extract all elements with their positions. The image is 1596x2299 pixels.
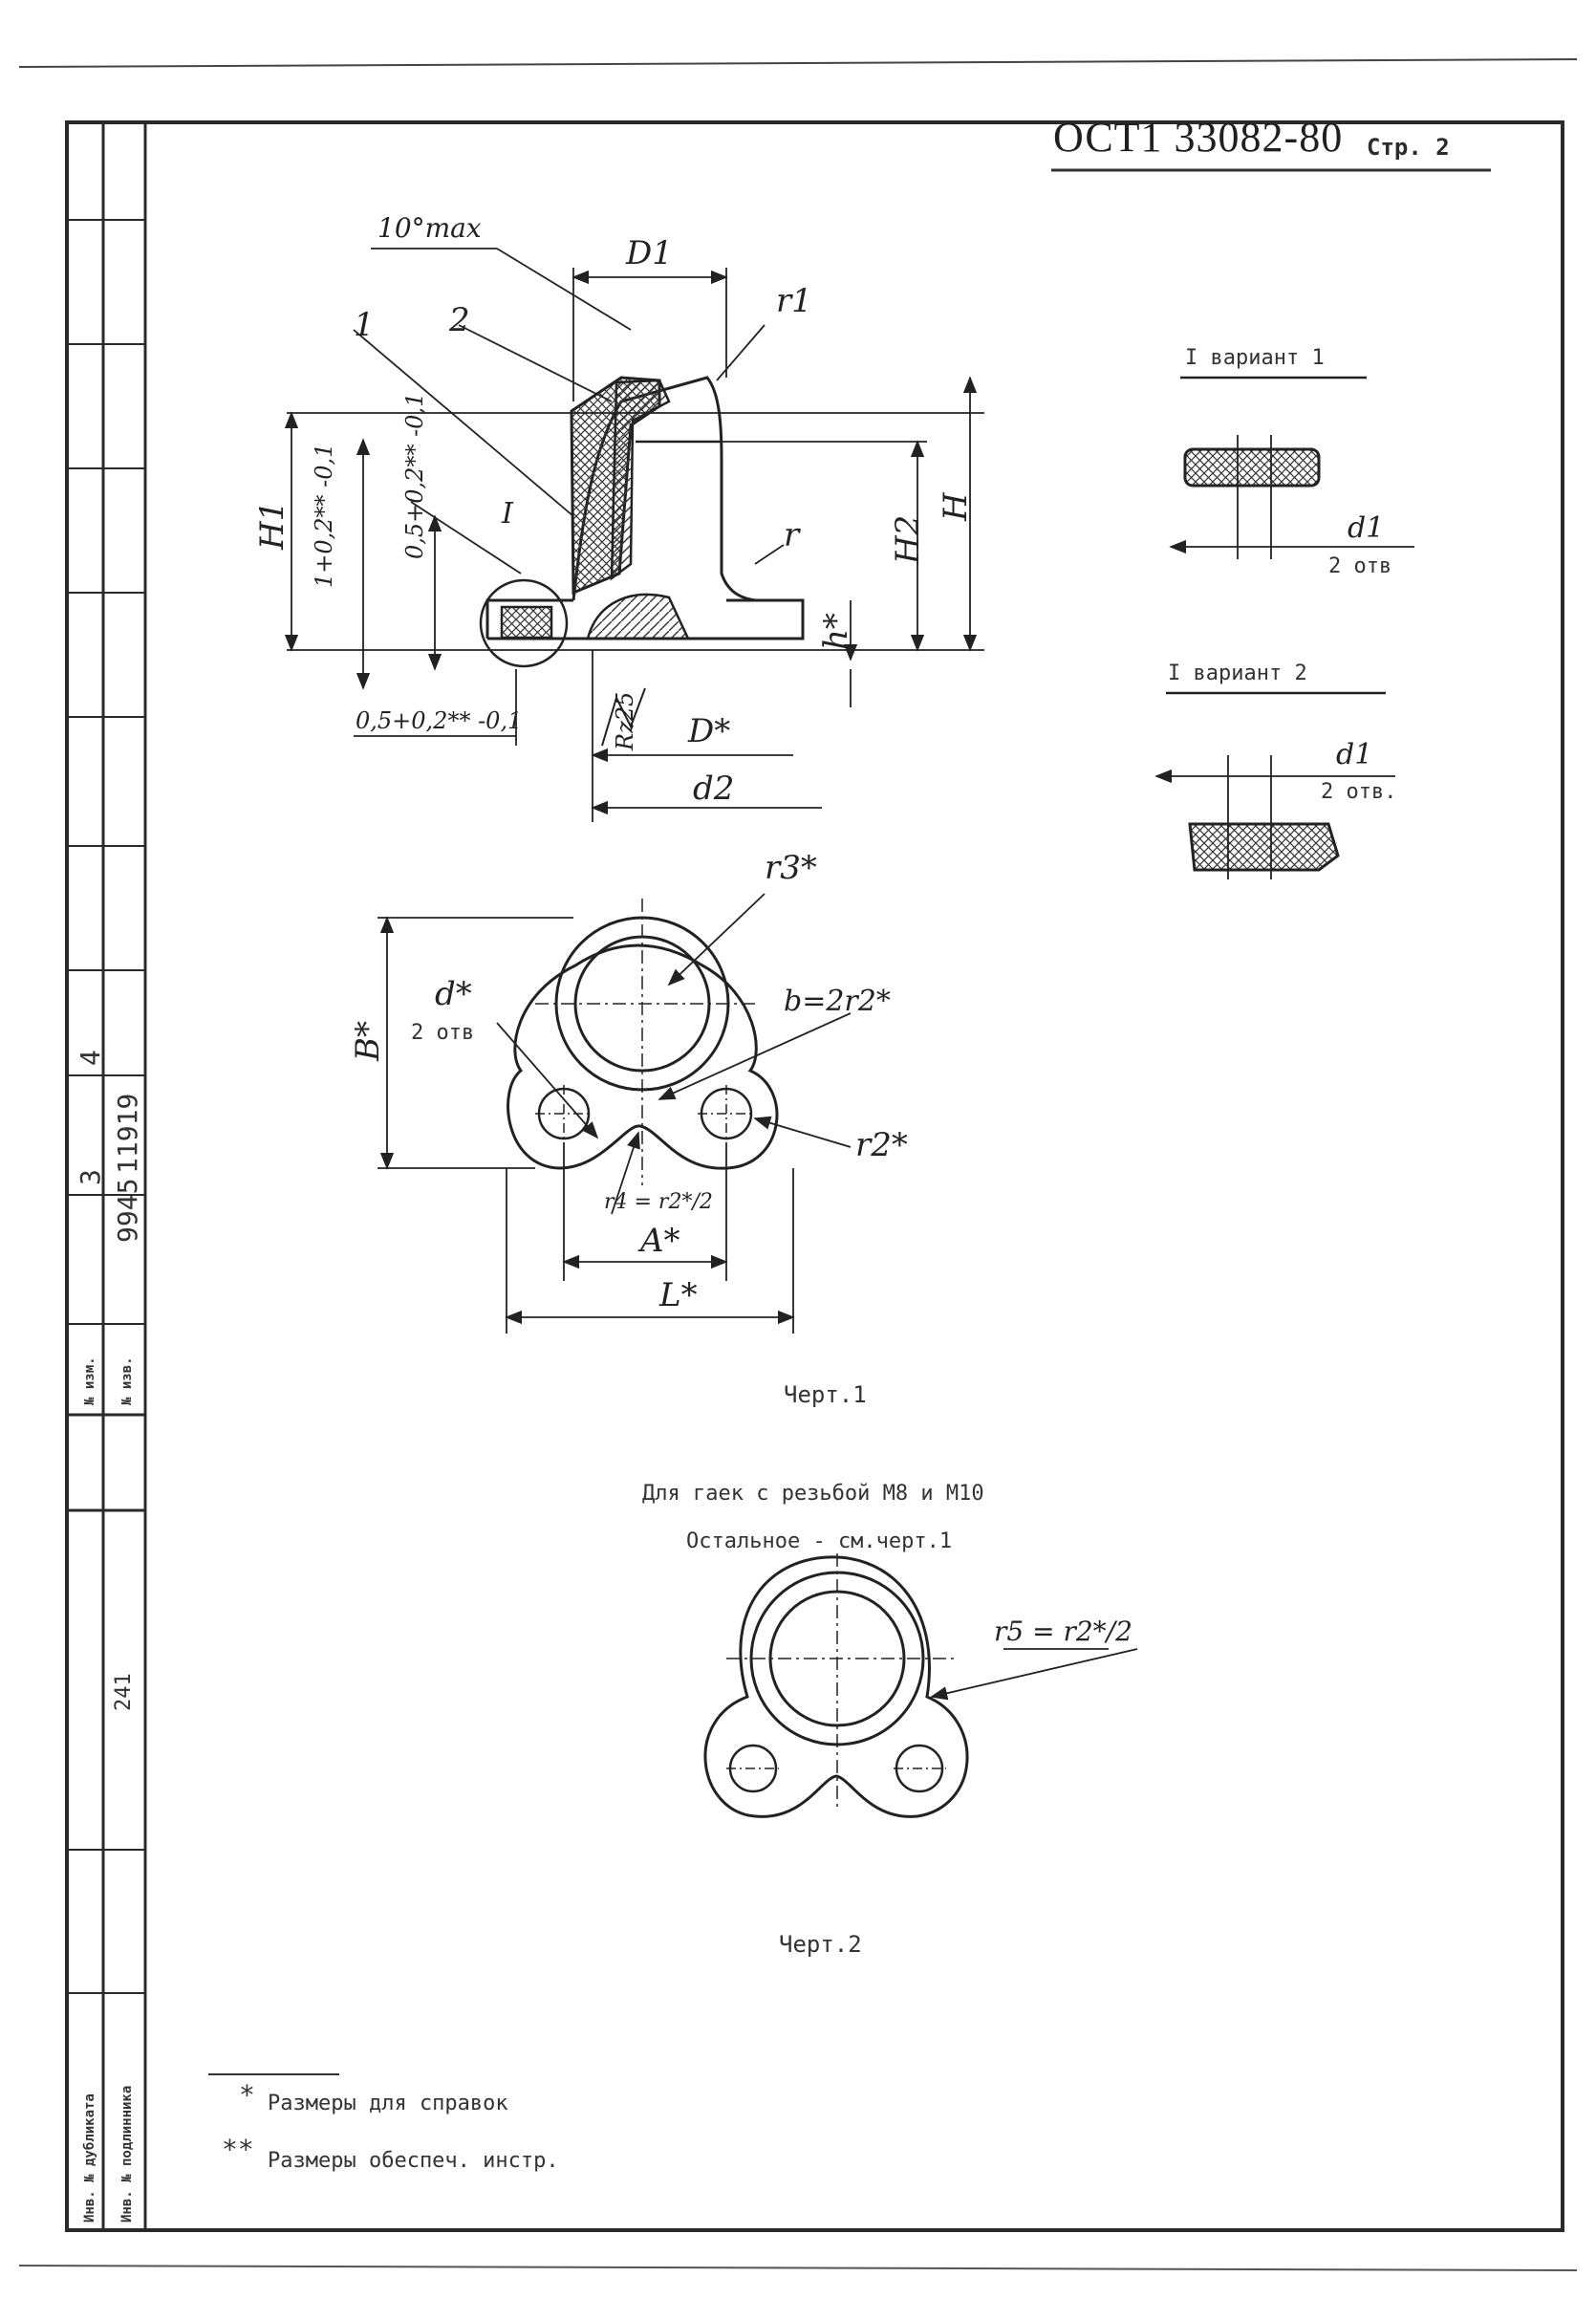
left-stamp-strip [67, 122, 147, 2232]
nut-section-view [479, 376, 805, 668]
position-2-label: 2 [449, 301, 470, 339]
stamp-inv-number: 241 [112, 1673, 136, 1711]
footnote-2-text: Размеры обеспеч. инстр. [268, 2149, 559, 2173]
nut-plan-view [507, 899, 779, 1185]
section-dimensions [284, 248, 984, 822]
d-holes-label: 2 отв [411, 1021, 475, 1045]
nut-plan-view-2 [703, 1553, 1138, 1818]
variant2-d1: d1 [1336, 738, 1373, 771]
stamp-dup-label: Инв. № дубликата [82, 2093, 97, 2223]
top-edge [18, 58, 1578, 68]
position-1-label: 1 [354, 306, 375, 344]
note-m8-m10: Для гаек с резьбой М8 и М10 [642, 1482, 984, 1506]
stamp-izv-label: № изв. [119, 1356, 135, 1405]
b-label: b=2r2* [784, 985, 891, 1018]
variant2-holes: 2 отв. [1321, 780, 1397, 804]
angle-label: 10°max [377, 212, 482, 244]
variant1-d1: d1 [1348, 511, 1385, 545]
caption-chert-2: Черт.2 [779, 1931, 862, 1958]
r1-label: r1 [776, 282, 812, 320]
h2-label: H2 [889, 514, 927, 564]
variant1-title: I вариант 1 [1185, 346, 1325, 370]
page-number: Стр. 2 [1367, 134, 1450, 161]
view-i-marker: I [502, 497, 513, 531]
footnote-1-mark: * [239, 2079, 255, 2111]
variant1-detail [1169, 376, 1414, 559]
l-star-label: L* [659, 1276, 698, 1314]
h1-label: H1 [253, 500, 291, 550]
variant1-holes: 2 отв [1328, 554, 1392, 578]
stamp-izm-label: № изм. [82, 1356, 97, 1405]
drawing-frame [65, 120, 1564, 2232]
tolerance-1: 1+0,2** -0,1 [311, 443, 337, 588]
tolerance-3: 0,5+0,2** -0,1 [356, 707, 523, 734]
footnote-1-text: Размеры для справок [268, 2092, 508, 2115]
a-star-label: A* [640, 1222, 680, 1260]
stamp-izv-11919: 11919 [112, 1093, 143, 1174]
variant2-title: I вариант 2 [1168, 662, 1307, 685]
stamp-orig-label: Инв. № подлинника [119, 2085, 135, 2223]
b-star-label: B* [349, 1021, 387, 1061]
caption-chert-1: Черт.1 [784, 1381, 867, 1408]
stamp-col-3: 3 [75, 1169, 106, 1185]
tolerance-2: 0,5+0,2** -0,1 [401, 392, 428, 559]
roughness-symbol [601, 687, 646, 747]
d1-dim-label: D1 [626, 234, 673, 272]
footnote-2-mark: ** [222, 2134, 254, 2165]
d2-label: d2 [693, 770, 735, 808]
r4-label: r4 = r2*/2 [604, 1190, 713, 1214]
bottom-edge [18, 2265, 1578, 2271]
stamp-izv-9945: 9945 [112, 1178, 143, 1243]
r2-label: r2* [855, 1126, 908, 1164]
r3-label: r3* [765, 849, 817, 887]
r-label: r [784, 516, 800, 554]
d-star-plan-label: d* [435, 975, 472, 1013]
roughness-label: Rz25 [612, 691, 638, 750]
d-star-label: D* [688, 712, 731, 750]
standard-title: ОСТ1 33082-80 [1053, 114, 1344, 161]
h-label: H [937, 492, 975, 521]
r5-label: r5 = r2*/2 [994, 1616, 1132, 1647]
stamp-col-4: 4 [75, 1050, 106, 1066]
note-rest: Остальное - см.черт.1 [686, 1529, 953, 1553]
plan-dimensions [377, 893, 852, 1334]
variant2-detail [1154, 691, 1395, 879]
h-star-label: h* [817, 613, 855, 650]
